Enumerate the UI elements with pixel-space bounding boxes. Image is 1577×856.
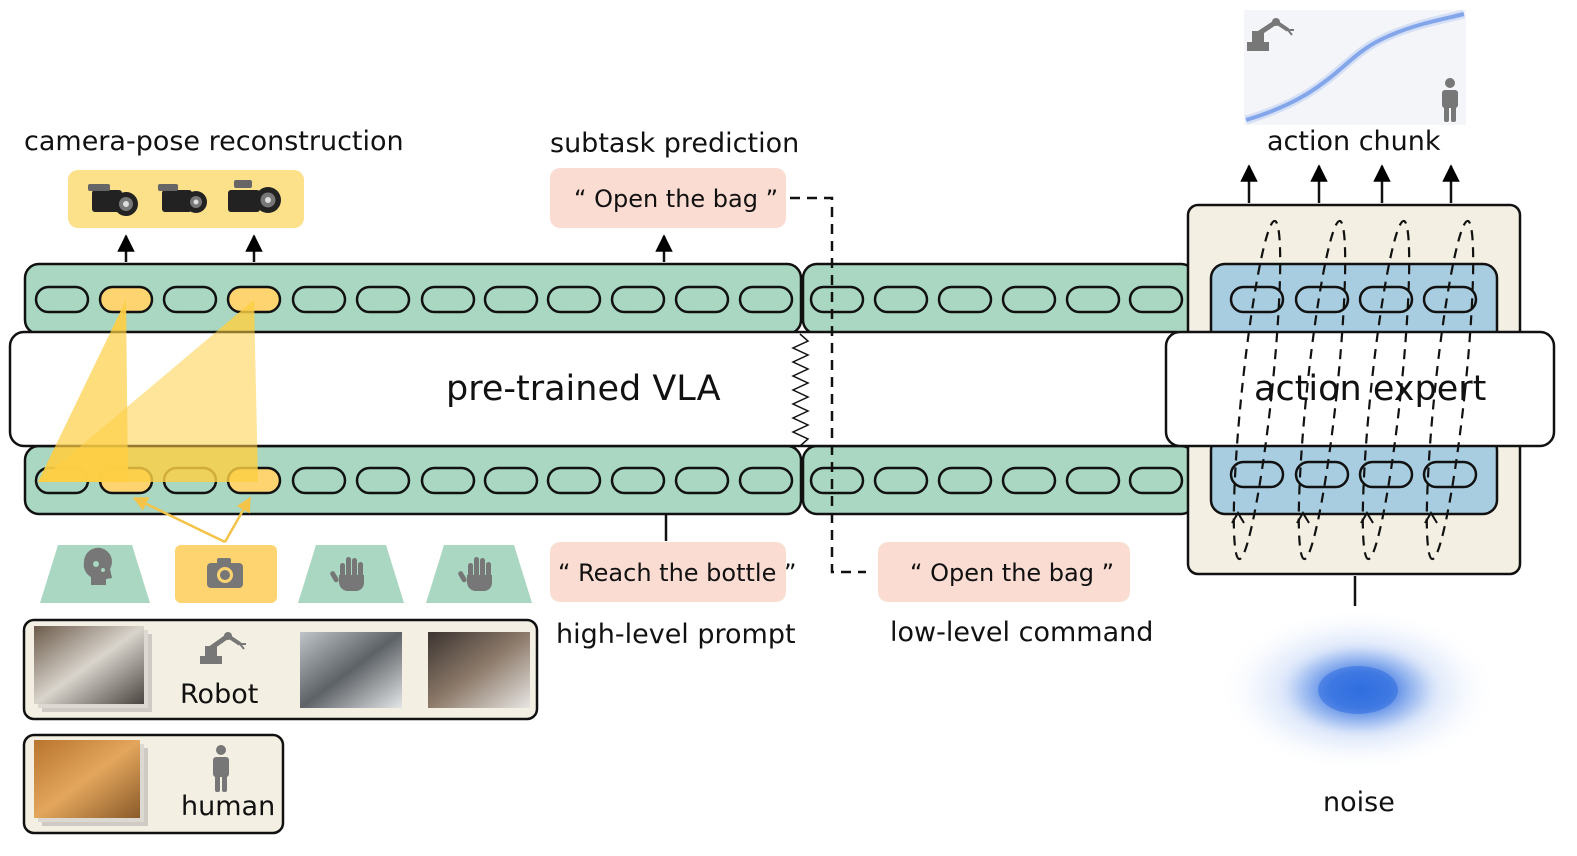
token bbox=[809, 285, 865, 314]
token bbox=[483, 285, 539, 314]
token bbox=[546, 285, 602, 314]
token bbox=[1128, 466, 1184, 495]
camera-projection-overlay bbox=[38, 300, 258, 482]
human-label: human bbox=[181, 791, 276, 822]
token bbox=[34, 285, 90, 314]
action-chunk-label: action chunk bbox=[1267, 126, 1441, 157]
camera-pose-label: camera-pose reconstruction bbox=[24, 126, 404, 157]
token bbox=[1065, 285, 1121, 314]
token bbox=[809, 466, 865, 495]
low-level-command-box bbox=[878, 542, 1130, 602]
robot-arm-icon bbox=[1247, 18, 1294, 51]
high-level-prompt-text: “ Reach the bottle ” bbox=[558, 559, 797, 587]
token bbox=[546, 466, 602, 495]
brain-icon bbox=[83, 547, 112, 585]
token bbox=[738, 285, 794, 314]
robot-photo-stack bbox=[34, 626, 152, 712]
token bbox=[355, 466, 411, 495]
expert-tokens-bottom bbox=[1229, 460, 1478, 489]
dashed-link bbox=[790, 196, 866, 574]
robot-photo-3 bbox=[428, 632, 530, 708]
token bbox=[1065, 466, 1121, 495]
subtask-prediction-label: subtask prediction bbox=[550, 128, 800, 159]
video-camera-icon bbox=[228, 180, 281, 213]
token bbox=[291, 285, 347, 314]
low-level-command-text: “ Open the bag ” bbox=[910, 559, 1115, 587]
output-arrows bbox=[117, 164, 1460, 262]
noise-label: noise bbox=[1323, 787, 1395, 818]
video-camera-icon bbox=[88, 184, 138, 216]
denoise-loops bbox=[1232, 219, 1475, 561]
hand-icon bbox=[458, 557, 492, 591]
token bbox=[355, 285, 411, 314]
token bbox=[1001, 285, 1057, 314]
robot-data-box bbox=[22, 618, 539, 721]
token bbox=[162, 285, 218, 314]
token bbox=[1001, 466, 1057, 495]
token bbox=[674, 285, 730, 314]
trajectory-curve bbox=[1245, 12, 1465, 122]
vla-label: pre-trained VLA bbox=[446, 369, 721, 409]
token bbox=[873, 466, 929, 495]
robot-photo-2 bbox=[300, 632, 402, 708]
noise-core bbox=[1318, 666, 1398, 714]
robot-label: Robot bbox=[180, 679, 259, 710]
zigzag-divider bbox=[791, 333, 810, 447]
action-expert-body bbox=[1164, 330, 1556, 448]
camera-token-arrows bbox=[132, 496, 252, 544]
token bbox=[937, 285, 993, 314]
robot-arm-icon bbox=[200, 632, 246, 664]
subtask-output-text: “ Open the bag ” bbox=[574, 185, 779, 213]
token bbox=[674, 466, 730, 495]
token bbox=[610, 285, 666, 314]
action-expert-label: action expert bbox=[1254, 369, 1487, 409]
token bbox=[1128, 285, 1184, 314]
token bbox=[937, 466, 993, 495]
token bbox=[483, 466, 539, 495]
hand-icon bbox=[330, 557, 364, 591]
human-photo-stack bbox=[34, 740, 148, 826]
person-icon bbox=[1442, 78, 1458, 122]
high-level-prompt-box bbox=[550, 542, 786, 602]
token bbox=[610, 466, 666, 495]
token bbox=[873, 285, 929, 314]
low-level-command-label: low-level command bbox=[890, 617, 1154, 648]
video-camera-icon bbox=[158, 184, 207, 213]
expert-tokens-top bbox=[1229, 285, 1478, 314]
loop-arrowheads bbox=[1231, 511, 1438, 524]
token bbox=[420, 466, 476, 495]
subtask-output-box bbox=[550, 168, 786, 228]
high-level-prompt-label: high-level prompt bbox=[556, 619, 796, 650]
token bbox=[420, 285, 476, 314]
tokens-top bbox=[34, 285, 1184, 314]
token bbox=[291, 466, 347, 495]
camera-icon bbox=[207, 558, 243, 588]
token bbox=[738, 466, 794, 495]
person-icon bbox=[213, 745, 229, 792]
